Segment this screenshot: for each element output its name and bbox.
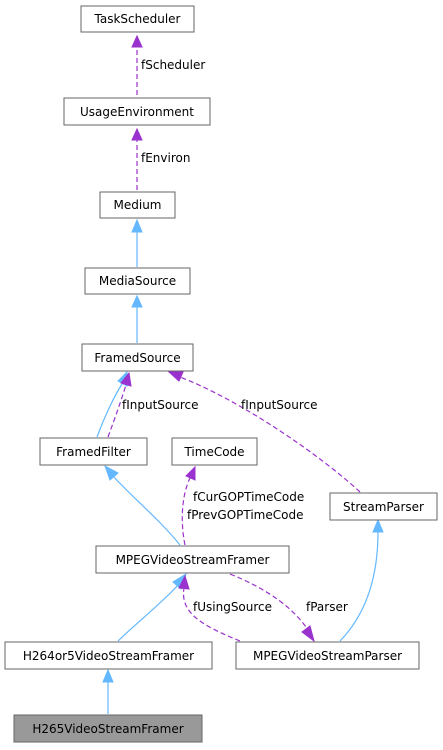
node-mpeg-video-stream-parser[interactable]: MPEGVideoStreamParser xyxy=(235,641,420,670)
node-media-source[interactable]: MediaSource xyxy=(84,267,191,295)
edge-environ xyxy=(131,127,143,190)
node-label: TimeCode xyxy=(183,445,244,459)
node-label: FramedSource xyxy=(94,351,180,365)
node-time-code[interactable]: TimeCode xyxy=(171,437,258,466)
node-label: MediaSource xyxy=(99,274,176,288)
node-medium[interactable]: Medium xyxy=(99,191,176,219)
node-label: TaskScheduler xyxy=(94,12,181,26)
edge-label-finputsource-parser: fInputSource xyxy=(241,398,318,412)
edge-label-fusingsource: fUsingSource xyxy=(193,600,272,614)
node-mpeg-video-stream-framer[interactable]: MPEGVideoStreamFramer xyxy=(95,545,290,574)
edge-label-finputsource-filter: fInputSource xyxy=(122,398,199,412)
edge-inherit-medium xyxy=(131,218,143,267)
edge-inherit-mediasource xyxy=(131,294,143,343)
edge-scheduler xyxy=(131,34,143,95)
node-stream-parser[interactable]: StreamParser xyxy=(329,492,438,521)
edge-parser-input-source xyxy=(167,371,361,493)
edge-using-source xyxy=(178,574,241,642)
node-task-scheduler[interactable]: TaskScheduler xyxy=(80,5,195,33)
edge-timecode xyxy=(181,465,196,546)
node-usage-environment[interactable]: UsageEnvironment xyxy=(63,97,211,126)
edge-inherit-streamparser xyxy=(339,518,384,642)
edge-label-fcurgoptimecode: fCurGOPTimeCode xyxy=(193,490,304,504)
node-framed-source[interactable]: FramedSource xyxy=(81,343,194,372)
edge-label-fscheduler: fScheduler xyxy=(141,58,205,72)
node-h265-video-stream-framer[interactable]: H265VideoStreamFramer xyxy=(13,714,203,743)
edge-inherit-framedfilter xyxy=(104,464,181,546)
edge-filter-input-source xyxy=(107,371,132,438)
node-label: StreamParser xyxy=(343,500,424,514)
node-framed-filter[interactable]: FramedFilter xyxy=(39,437,148,466)
node-h264or5-video-stream-framer[interactable]: H264or5VideoStreamFramer xyxy=(4,641,213,670)
edge-label-fprevgoptimecode: fPrevGOPTimeCode xyxy=(187,508,303,522)
node-label: Medium xyxy=(114,198,162,212)
node-label: H265VideoStreamFramer xyxy=(32,722,183,736)
node-label: H264or5VideoStreamFramer xyxy=(23,649,194,663)
edge-inherit-h264or5 xyxy=(102,668,114,714)
edge-parser xyxy=(229,573,315,643)
edge-label-fparser: fParser xyxy=(306,600,348,614)
node-label: MPEGVideoStreamFramer xyxy=(116,553,270,567)
node-label: UsageEnvironment xyxy=(80,105,194,119)
node-label: FramedFilter xyxy=(56,445,131,459)
node-label: MPEGVideoStreamParser xyxy=(253,649,402,663)
edge-label-fenviron: fEnviron xyxy=(141,151,190,165)
edge-inherit-mpegframer xyxy=(117,572,187,642)
